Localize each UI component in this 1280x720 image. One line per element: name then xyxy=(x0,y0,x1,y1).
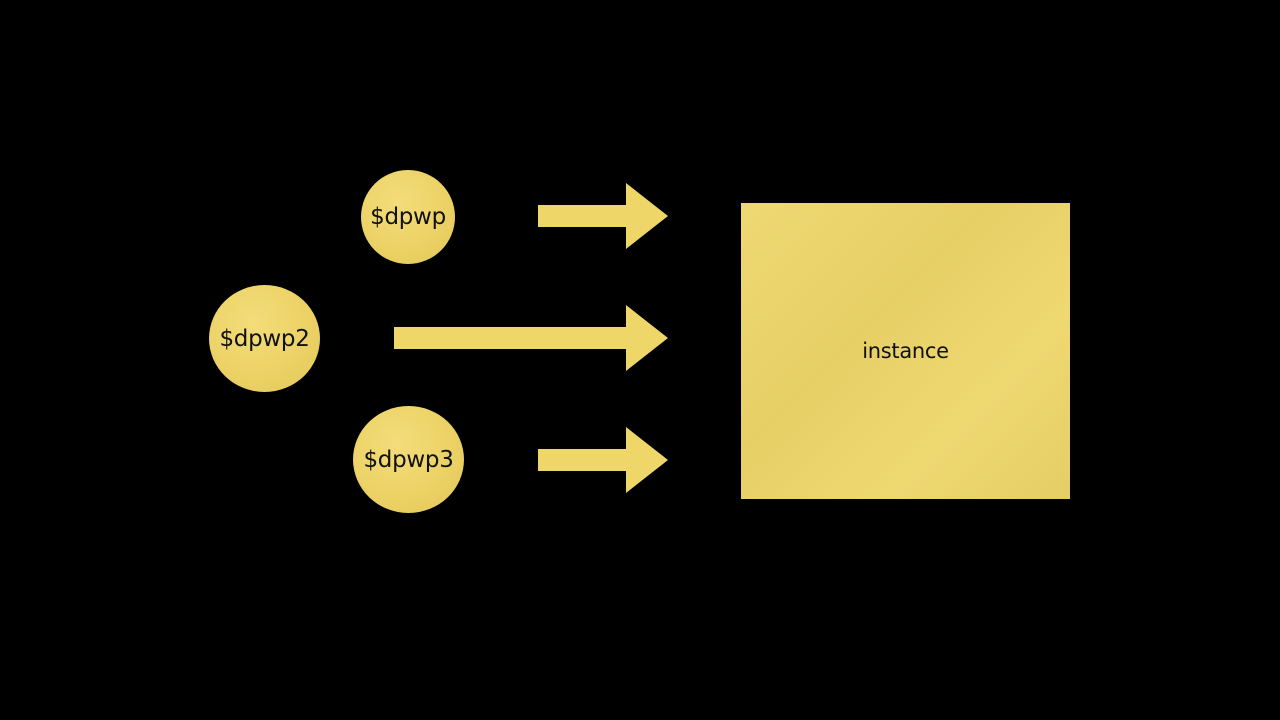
arrow-dpwp3-to-instance xyxy=(538,427,668,493)
node-instance-label: instance xyxy=(862,339,949,363)
node-dpwp-label: $dpwp xyxy=(370,204,446,230)
node-dpwp2-label: $dpwp2 xyxy=(219,325,310,352)
node-dpwp3: $dpwp3 xyxy=(353,406,464,513)
node-dpwp3-label: $dpwp3 xyxy=(363,446,454,473)
node-instance: instance xyxy=(741,203,1070,499)
arrow-dpwp2-to-instance xyxy=(394,305,668,371)
arrow-dpwp-to-instance xyxy=(538,183,668,249)
node-dpwp2: $dpwp2 xyxy=(209,285,320,392)
node-dpwp: $dpwp xyxy=(361,170,455,264)
